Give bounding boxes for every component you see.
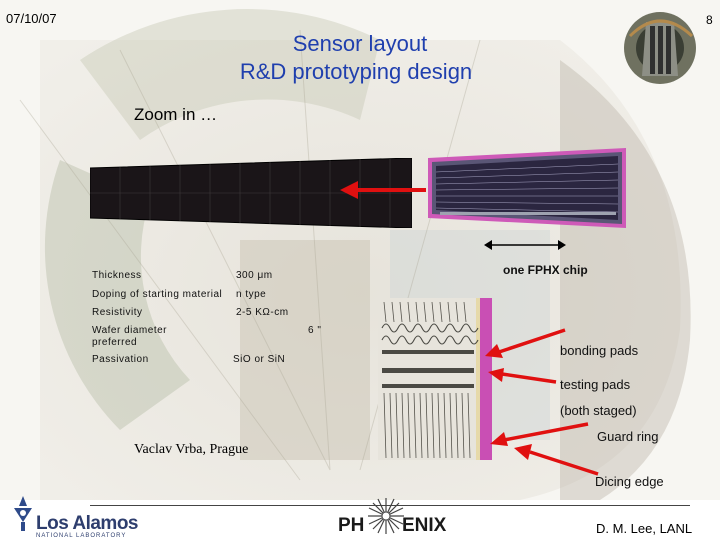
phenix-logo-right: ENIX (402, 515, 447, 536)
slide-date: 07/10/07 (6, 11, 57, 26)
testing-pads-arrow-icon (488, 368, 557, 384)
slide-number: 8 (706, 13, 713, 27)
los-alamos-logo-text: Los Alamos (36, 513, 139, 534)
guard-ring-arrow-icon (490, 422, 589, 446)
sensor-pads-zoom-image (378, 298, 492, 460)
spec-label-thickness: Thickness (92, 270, 142, 281)
spec-value-doping: n type (236, 289, 267, 300)
dicing-edge-arrow-icon (514, 444, 599, 476)
sensor-strip-image (90, 158, 412, 228)
testing-pads-label: testing pads (560, 377, 631, 392)
los-alamos-logo-icon (14, 496, 32, 531)
phenix-star-icon (368, 498, 404, 534)
dicing-edge-label: Dicing edge (595, 474, 664, 489)
both-staged-label: (both staged) (560, 403, 637, 418)
spec-value-resistivity: 2-5 KΩ-cm (236, 307, 289, 318)
spec-value-wafer-diameter: 6 " (308, 325, 322, 336)
spec-value-thickness: 300 μm (236, 270, 273, 281)
fphx-width-arrow-icon (484, 240, 566, 250)
author-text: D. M. Lee, LANL (596, 521, 693, 536)
slide-title-line1: Sensor layout (292, 31, 428, 56)
los-alamos-logo-subtext: NATIONAL LABORATORY (36, 533, 127, 539)
spec-label-doping: Doping of starting material (92, 289, 223, 300)
guard-ring-label: Guard ring (597, 429, 659, 444)
fphx-chip-label: one FPHX chip (503, 263, 588, 277)
spec-label-wafer-diameter: Wafer diameter preferred (92, 325, 167, 348)
spec-label-passivation: Passivation (92, 354, 149, 365)
bonding-pads-label: bonding pads (560, 343, 639, 358)
credit-text: Vaclav Vrba, Prague (134, 442, 249, 457)
detector-thumbnail-image (624, 12, 696, 84)
fphx-chip-zoom-image (428, 148, 626, 228)
zoom-arrow-icon (340, 181, 426, 199)
footer-divider (90, 505, 690, 506)
phenix-logo-left: PH (338, 515, 365, 536)
zoom-label: Zoom in … (134, 105, 218, 124)
slide-title-line2: R&D prototyping design (239, 59, 473, 84)
spec-value-passivation: SiO or SiN (233, 354, 286, 365)
spec-label-resistivity: Resistivity (92, 307, 143, 318)
bonding-pads-arrow-icon (485, 328, 566, 358)
